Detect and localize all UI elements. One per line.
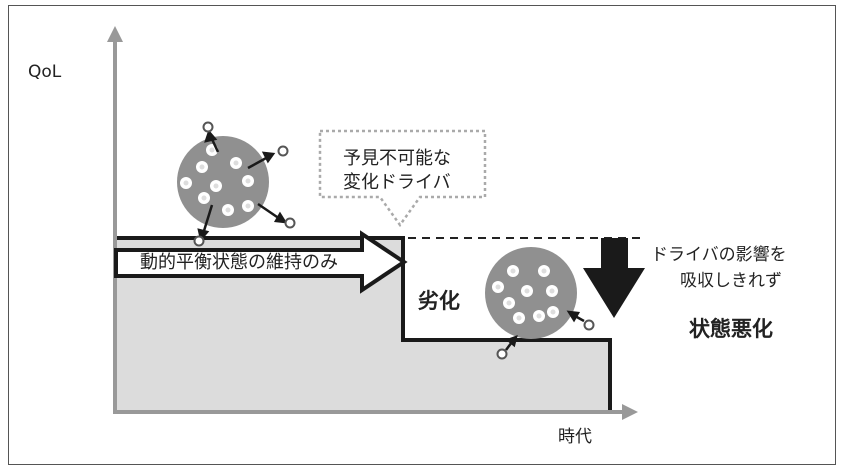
x-axis-label: 時代 [558,427,592,447]
absorb-text-line1: ドライバの影響を [651,245,787,265]
y-axis-label: QoL [28,62,62,82]
y-axis [107,26,123,414]
down-arrow-icon [583,238,645,318]
maintain-arrow-label: 動的平衡状態の維持のみ [140,252,338,273]
callout-text-line1: 予見不可能な [343,148,451,169]
maintain-arrow [114,230,408,294]
x-axis [113,404,638,420]
decline-label: 劣化 [418,289,460,313]
callout-text-line2: 変化ドライバ [343,172,451,193]
cell-bottom [485,247,595,360]
absorb-text-line2: 吸収しきれず [680,271,782,291]
worse-state-label: 状態悪化 [689,317,773,341]
callout-box [318,129,487,228]
cell-top [177,121,296,247]
